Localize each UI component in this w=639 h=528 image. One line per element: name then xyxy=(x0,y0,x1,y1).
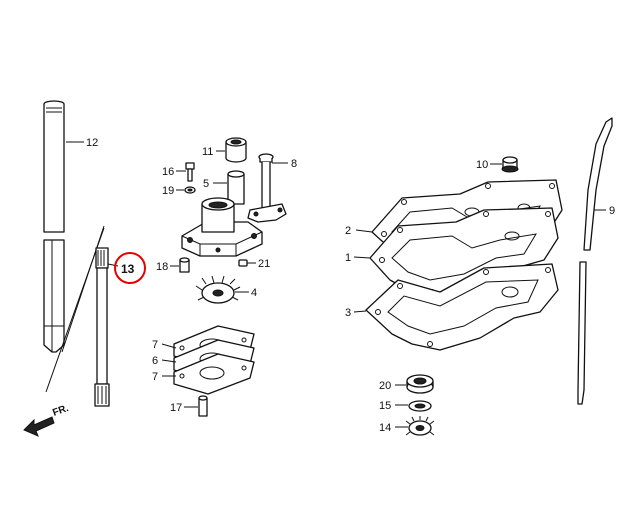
front-label: FR. xyxy=(51,403,70,419)
callout-19: 19 xyxy=(162,185,174,197)
pump-housing xyxy=(181,197,263,257)
callout-16: 16 xyxy=(162,166,174,178)
callout-5: 5 xyxy=(203,178,209,190)
callout-6: 6 xyxy=(152,355,158,367)
highlight-ring xyxy=(114,252,146,284)
callout-14: 14 xyxy=(379,422,391,434)
drive-shaft-tube xyxy=(43,100,65,353)
callout-20: 20 xyxy=(379,380,391,392)
gear xyxy=(405,416,435,436)
leader-13 xyxy=(107,263,119,267)
callout-3: 3 xyxy=(345,307,351,319)
leader-3 xyxy=(353,310,367,313)
leader-1 xyxy=(353,256,371,259)
shift-rod xyxy=(577,117,613,405)
washer xyxy=(184,186,196,194)
leader-2 xyxy=(355,229,373,233)
water-tube xyxy=(247,153,287,223)
callout-15: 15 xyxy=(379,400,391,412)
callout-1: 1 xyxy=(345,252,351,264)
leader-7a xyxy=(161,343,177,349)
callout-18: 18 xyxy=(156,261,168,273)
callout-9: 9 xyxy=(609,205,615,217)
pin xyxy=(179,257,190,273)
guide-line xyxy=(61,225,105,353)
impeller xyxy=(195,275,241,304)
key xyxy=(238,259,248,267)
callout-11: 11 xyxy=(202,146,213,158)
grommet xyxy=(501,156,519,173)
dowel-pin xyxy=(198,395,208,417)
callout-7a: 7 xyxy=(152,339,158,351)
thrust-washer xyxy=(408,400,432,412)
front-arrow-icon xyxy=(23,416,55,437)
callout-12: 12 xyxy=(86,137,98,149)
callout-2: 2 xyxy=(345,225,351,237)
sleeve xyxy=(227,170,245,205)
callout-8: 8 xyxy=(291,158,297,170)
collar xyxy=(225,137,247,163)
leader-6 xyxy=(161,359,177,363)
drive-shaft xyxy=(94,247,110,407)
callout-17: 17 xyxy=(170,402,182,414)
callout-21: 21 xyxy=(258,258,270,270)
callout-10: 10 xyxy=(476,159,488,171)
lower-gasket xyxy=(365,263,559,351)
callout-4: 4 xyxy=(251,287,257,299)
bolt xyxy=(185,162,195,182)
bearing xyxy=(406,374,434,394)
callout-7b: 7 xyxy=(152,371,158,383)
callout-13: 13 xyxy=(121,262,135,276)
pump-gasket-lower xyxy=(173,353,255,395)
